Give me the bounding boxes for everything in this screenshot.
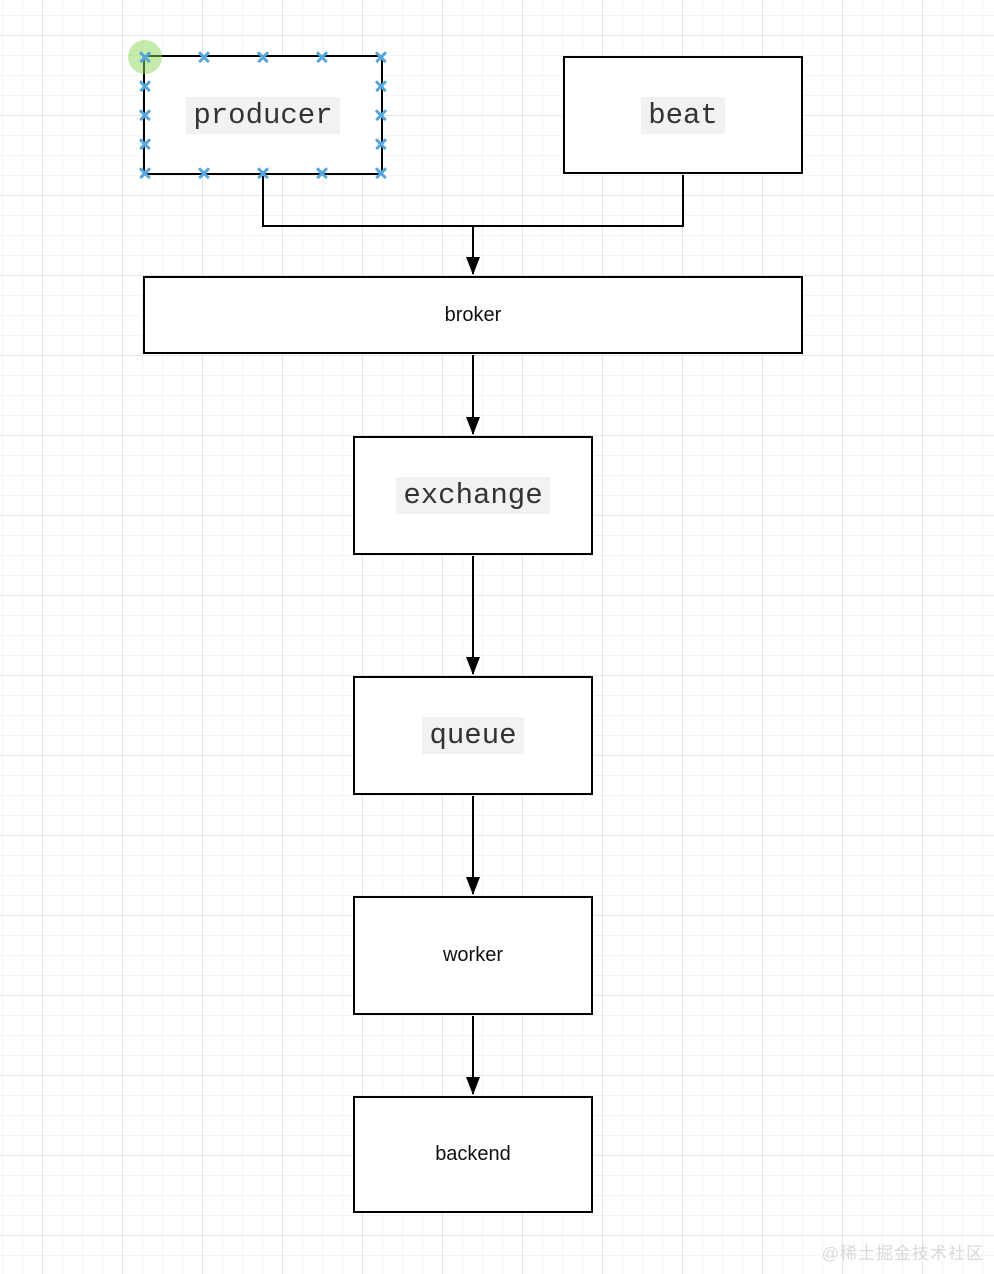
connection-point[interactable] <box>139 51 151 63</box>
node-worker-label: worker <box>442 944 503 966</box>
node-queue[interactable]: queue <box>353 676 593 795</box>
node-beat[interactable]: beat <box>563 56 803 174</box>
connection-point[interactable] <box>139 109 151 121</box>
connection-point[interactable] <box>257 167 269 179</box>
connection-point[interactable] <box>198 51 210 63</box>
connection-point[interactable] <box>316 167 328 179</box>
node-broker-label: broker <box>444 303 502 326</box>
node-queue-label: queue <box>422 717 524 754</box>
connection-point[interactable] <box>375 109 387 121</box>
connection-point[interactable] <box>375 167 387 179</box>
node-exchange-label: exchange <box>396 477 550 514</box>
node-producer[interactable]: producer <box>128 40 383 175</box>
node-beat-label: beat <box>641 96 725 134</box>
connection-point[interactable] <box>375 51 387 63</box>
node-exchange[interactable]: exchange <box>353 436 593 555</box>
node-backend-label: backend <box>435 1143 511 1165</box>
node-worker[interactable]: worker <box>353 896 593 1015</box>
edge-producer-broker[interactable] <box>262 176 480 275</box>
connection-point[interactable] <box>139 138 151 150</box>
edge-beat-broker[interactable] <box>473 175 684 227</box>
watermark: @稀土掘金技术社区 <box>821 1244 984 1263</box>
node-backend[interactable]: backend <box>353 1096 593 1213</box>
connection-point[interactable] <box>375 80 387 92</box>
connection-point[interactable] <box>316 51 328 63</box>
connection-point[interactable] <box>139 167 151 179</box>
connection-point[interactable] <box>257 51 269 63</box>
connection-point[interactable] <box>375 138 387 150</box>
connection-point[interactable] <box>198 167 210 179</box>
connection-point[interactable] <box>139 80 151 92</box>
node-broker[interactable]: broker <box>143 276 803 354</box>
node-producer-label: producer <box>186 96 340 134</box>
